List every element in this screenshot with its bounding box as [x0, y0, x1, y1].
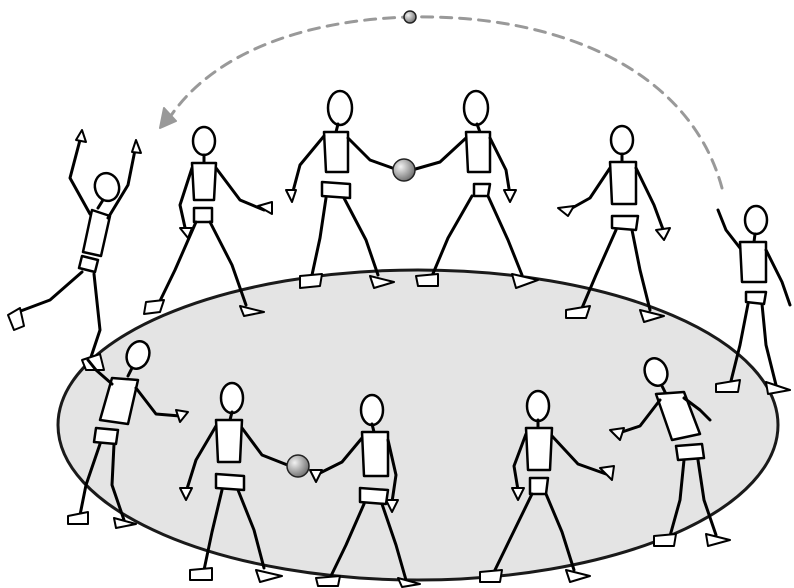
- ball-icon: [404, 11, 416, 23]
- stick-figure-back-center-right: [412, 91, 538, 288]
- throw-arc-dashed-path: [168, 17, 722, 188]
- stick-figure-back-center-left: [286, 91, 398, 288]
- ball-icon: [393, 159, 415, 181]
- ball-icon: [287, 455, 309, 477]
- stick-figure-jumping: [8, 130, 141, 370]
